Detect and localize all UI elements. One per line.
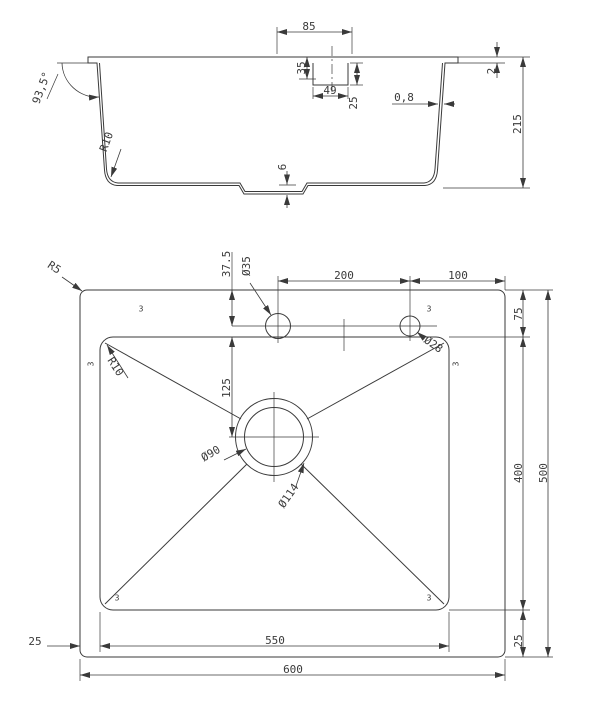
dim-drain-recess: 6 bbox=[276, 164, 296, 208]
dim-drain-outer-diameter: Ø114 bbox=[276, 462, 305, 510]
dim-drain-offset: 125 bbox=[220, 337, 235, 437]
dim-bowl-width-label: 550 bbox=[265, 634, 285, 647]
dim-bottom-margin: 25 bbox=[512, 610, 526, 657]
diagonal-bl bbox=[104, 463, 248, 605]
dim-drain-inner-diameter-label: Ø90 bbox=[199, 443, 223, 464]
dim-hole2-diameter: Ø28 bbox=[416, 331, 445, 356]
dim-35: 35 bbox=[295, 57, 316, 80]
dim-85: 85 bbox=[276, 20, 353, 54]
dim-bowl-corner-radius: R10 bbox=[105, 344, 129, 379]
dim-wall-angle: 93,5° bbox=[30, 62, 100, 106]
edge-mark: 3 bbox=[427, 594, 432, 603]
dim-top-margin: 75 bbox=[449, 289, 553, 338]
edge-mark: 3 bbox=[87, 361, 96, 366]
dim-bottom-radius-section: R10 bbox=[97, 130, 122, 178]
dim-25-section: 25 bbox=[347, 62, 363, 110]
faucet-hole-section bbox=[312, 63, 349, 86]
dim-49: 49 bbox=[312, 84, 349, 99]
sink-profile-inner bbox=[99, 62, 443, 192]
dim-hole-spacing: 200 bbox=[278, 269, 410, 284]
dim-total-height-label: 215 bbox=[511, 114, 524, 134]
dim-total-height: 215 bbox=[443, 57, 530, 189]
dim-wall-thickness-label: 0,8 bbox=[394, 91, 414, 104]
edge-marks: 3 3 3 3 3 3 bbox=[87, 305, 461, 603]
dim-drain-outer-diameter-label: Ø114 bbox=[276, 481, 302, 510]
dim-total-height-plan-label: 500 bbox=[537, 463, 550, 483]
dim-bottom-radius-section-label: R10 bbox=[97, 130, 116, 153]
edge-mark: 3 bbox=[139, 305, 144, 314]
dim-total-height-plan: 500 bbox=[505, 290, 553, 658]
edge-mark: 3 bbox=[452, 361, 461, 366]
dim-total-width-label: 600 bbox=[283, 663, 303, 676]
edge-mark: 3 bbox=[427, 305, 432, 314]
dim-bowl-corner-radius-label: R10 bbox=[105, 355, 127, 379]
dim-side-margin: 25 bbox=[28, 635, 80, 649]
diagonal-br bbox=[300, 463, 445, 605]
dim-hole-edge-label: 100 bbox=[448, 269, 468, 282]
bowl-outline bbox=[99, 336, 450, 611]
dim-hole-edge: 100 bbox=[410, 269, 506, 290]
plan-view: 200 100 37.5 Ø35 Ø28 75 bbox=[28, 251, 553, 681]
dim-bowl-height-label: 400 bbox=[512, 463, 525, 483]
dim-wall-thickness: 0,8 bbox=[392, 91, 455, 107]
diagonal-tl bbox=[104, 342, 242, 420]
dim-total-width: 600 bbox=[79, 659, 506, 681]
dim-top-margin-label: 75 bbox=[512, 307, 525, 320]
dim-wall-angle-label: 93,5° bbox=[30, 70, 54, 106]
dim-35-label: 35 bbox=[295, 61, 308, 74]
dim-25-section-label: 25 bbox=[347, 96, 360, 109]
dim-bottom-margin-label: 25 bbox=[512, 634, 525, 647]
dim-drain-offset-label: 125 bbox=[220, 378, 233, 398]
dim-hole1-diameter-label: Ø35 bbox=[240, 256, 253, 276]
section-view: 85 35 49 25 0,8 2 bbox=[30, 20, 530, 208]
edge-mark: 3 bbox=[115, 594, 120, 603]
dim-bowl-width: 550 bbox=[99, 612, 450, 652]
dim-side-margin-label: 25 bbox=[28, 635, 41, 648]
diagonal-tr bbox=[306, 342, 445, 420]
sink-outline bbox=[79, 289, 506, 658]
dim-85-label: 85 bbox=[302, 20, 315, 33]
dim-outer-corner-radius: R5 bbox=[45, 259, 83, 292]
dim-bowl-height: 400 bbox=[449, 337, 530, 611]
sink-profile-outer bbox=[87, 56, 459, 195]
dim-hole-spacing-label: 200 bbox=[334, 269, 354, 282]
dim-outer-corner-radius-label: R5 bbox=[45, 259, 63, 277]
dim-drain-recess-label: 6 bbox=[276, 164, 289, 171]
dim-rim-height: 2 bbox=[458, 42, 530, 78]
dim-hole1-diameter: Ø35 bbox=[240, 256, 272, 316]
dim-rim-height-label: 2 bbox=[485, 68, 498, 75]
dim-hole-offset-label: 37.5 bbox=[220, 251, 233, 278]
dim-49-label: 49 bbox=[323, 84, 336, 97]
dim-hole-offset: 37.5 bbox=[220, 251, 235, 326]
